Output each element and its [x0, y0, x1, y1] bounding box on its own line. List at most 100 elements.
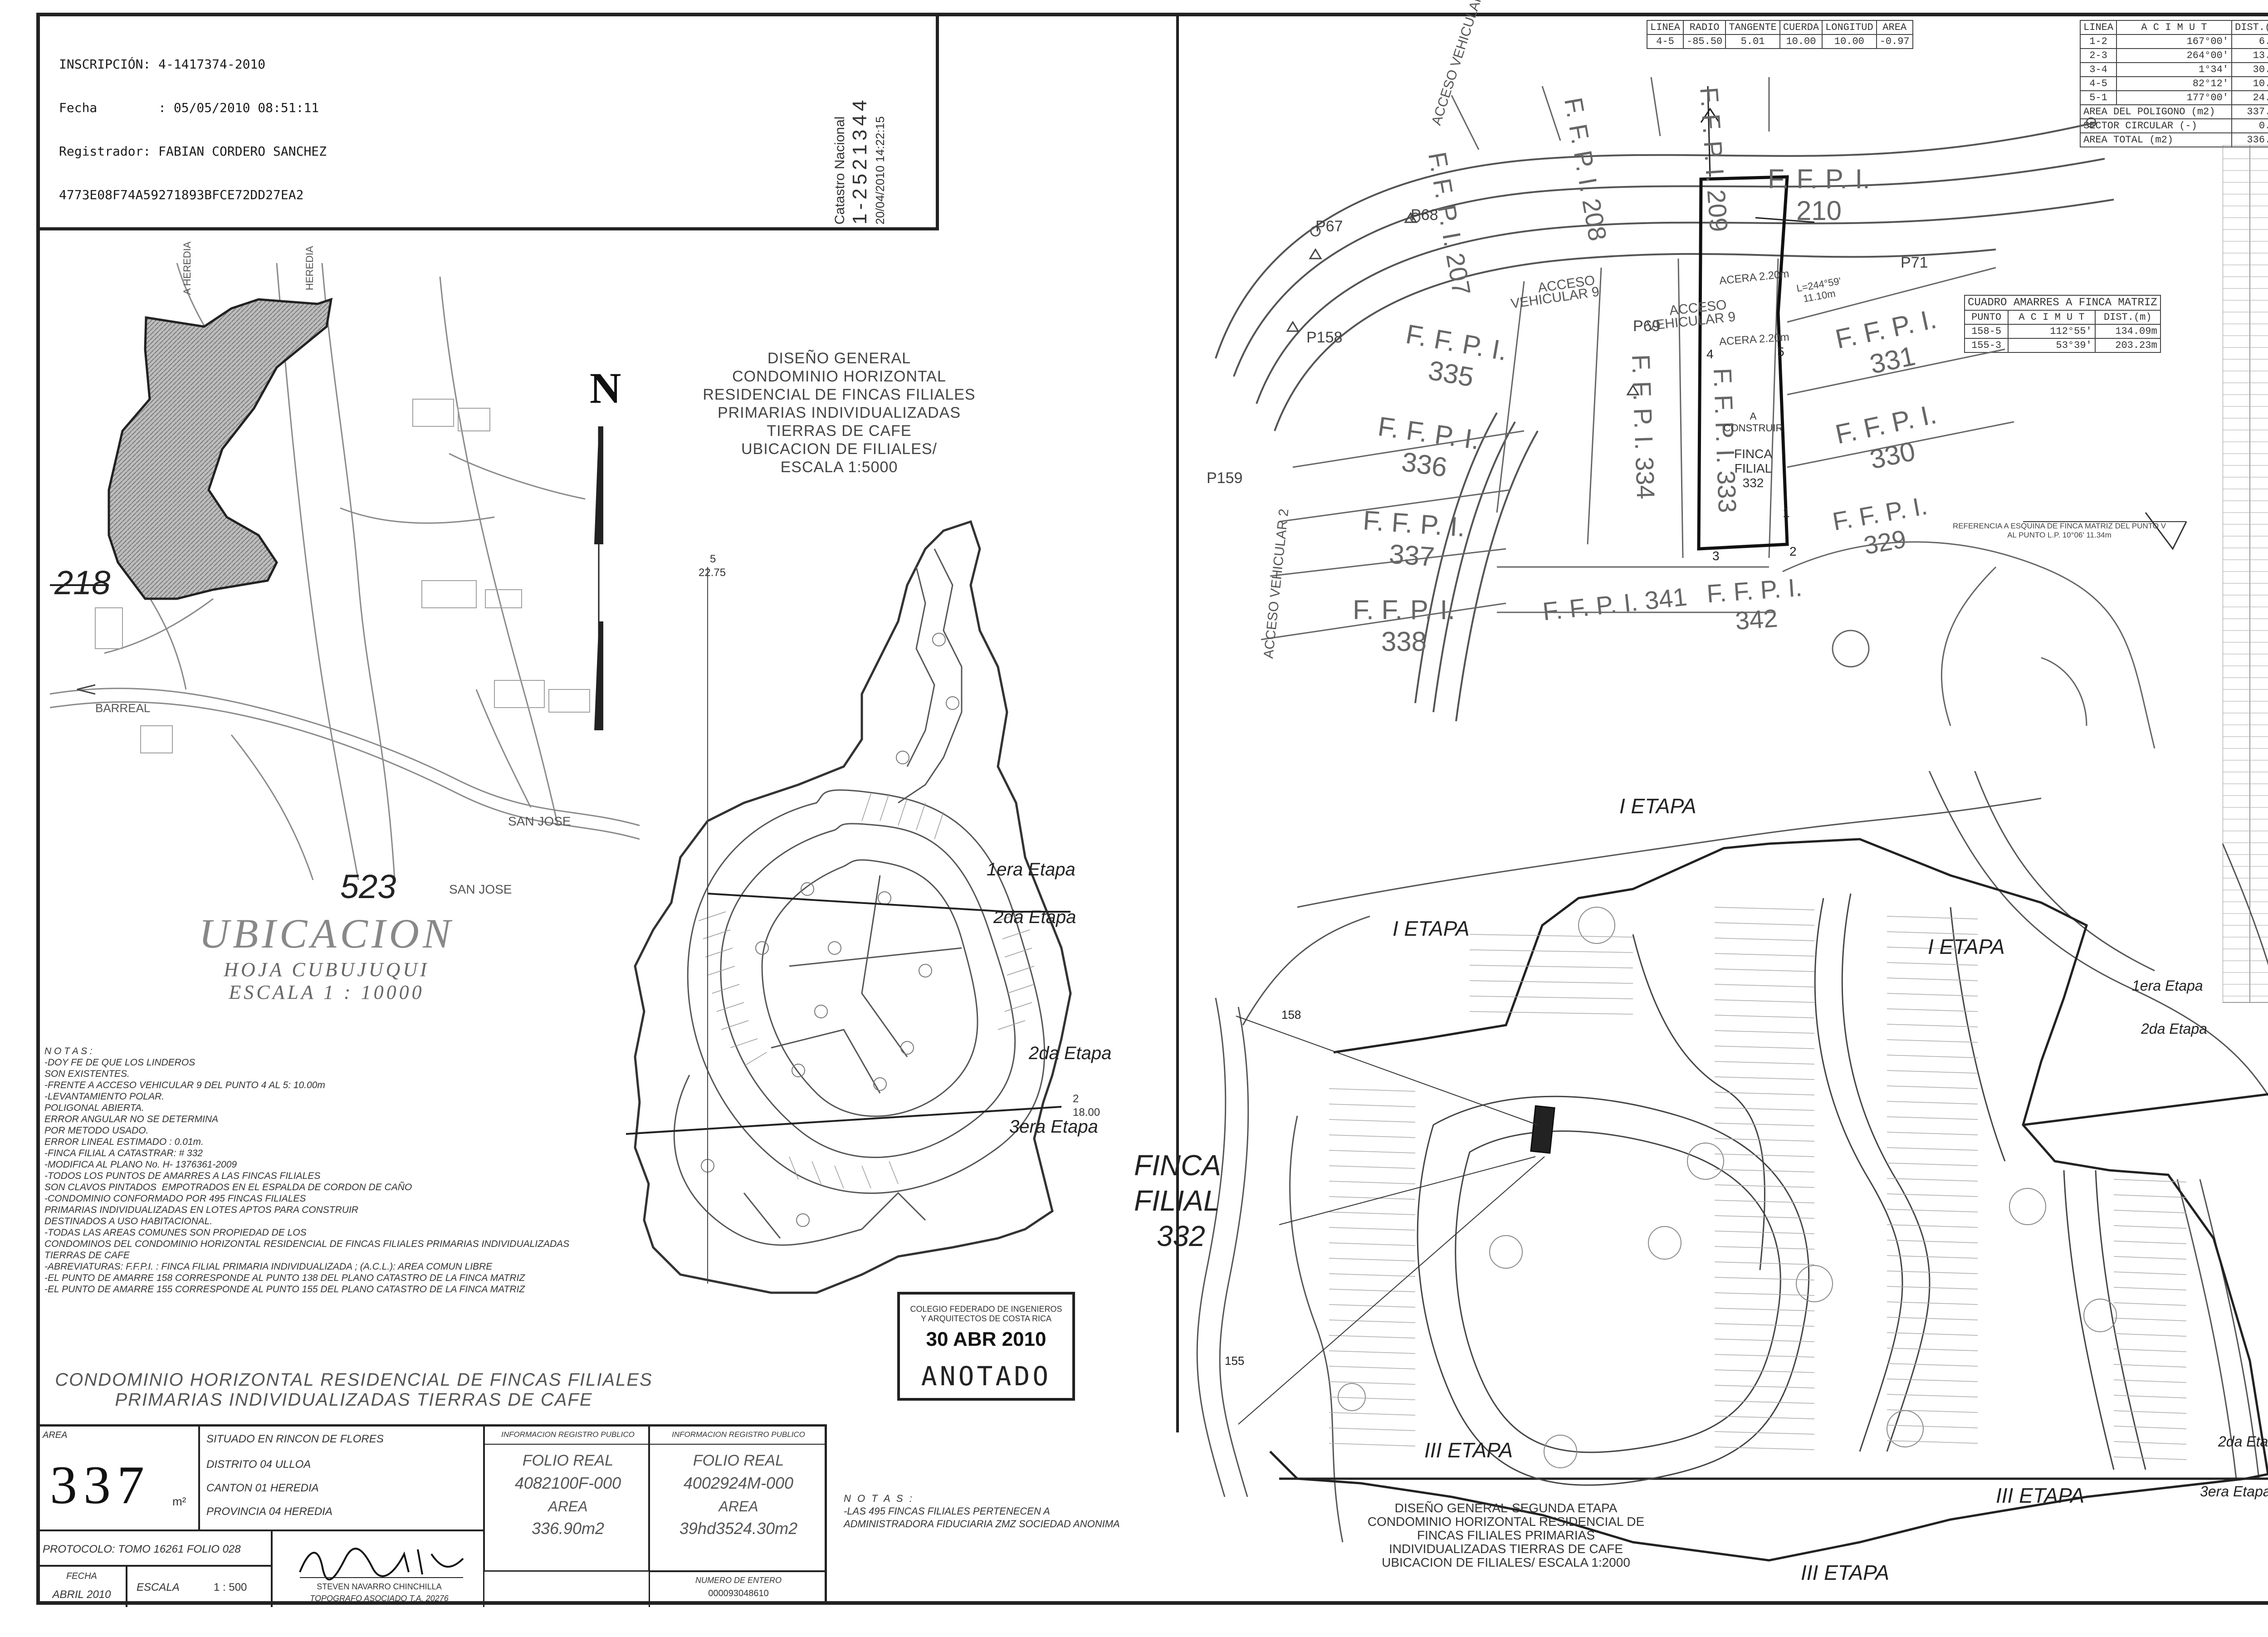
general-design-plan: 5 22.75 2 18.00	[626, 520, 1100, 1294]
place-heredia-1: HEREDIA	[304, 246, 315, 290]
finca-332-label: FINCA FILIAL 332	[1710, 447, 1796, 490]
table-row: AREA DEL POLIGONO (m2)337.87	[2079, 104, 2268, 119]
hash-text: 4773E08F74A59271893BFCE72DD27EA2	[59, 187, 304, 202]
location-scale: ESCALA 1 : 10000	[229, 981, 425, 1003]
amarres-title: CUADRO AMARRES A FINCA MATRIZ	[1964, 295, 2161, 311]
curve-cell: 10.00	[1822, 34, 1877, 49]
gd-title-line-5: TIERRAS DE CAFE	[767, 422, 912, 440]
azimuth-col-header: LINEA	[2079, 20, 2117, 35]
gd-title-line-6: UBICACION DE FILIALES/	[741, 440, 937, 458]
entero-cell: NUMERO DE ENTERO 000093048610	[649, 1571, 826, 1607]
curve-cell: 4-5	[1646, 34, 1684, 49]
point-p69: P69	[1633, 318, 1661, 335]
azimuth-cell: 10.00	[2231, 76, 2268, 91]
amarres-table-header: PUNTO A C I M U T DIST.(m)	[1964, 310, 2161, 325]
phase-i-top: I ETAPA	[1619, 794, 1696, 818]
catastro-number: 1-2521344	[849, 96, 871, 225]
point-p71: P71	[1901, 254, 1928, 271]
azimuth-table-header: LINEA A C I M U T DIST.(m)	[2079, 20, 2268, 35]
note-line-3: -FRENTE A ACCESO VEHICULAR 9 DEL PUNTO 4…	[44, 1080, 325, 1090]
info1-header: INFORMACION REGISTRO PUBLICO	[501, 1430, 635, 1439]
a-construir: A CONSTRUIR	[1710, 410, 1796, 434]
notes-block: N O T A S : -DOY FE DE QUE LOS LINDEROS …	[44, 1046, 661, 1295]
note-line-5: POLIGONAL ABIERTA.	[44, 1103, 144, 1113]
phase-i-left: I ETAPA	[1393, 917, 1470, 940]
lot-342: F. F. P. I. 342	[1706, 572, 1803, 635]
finca-filial-line-1: FINCA	[1134, 1149, 1221, 1182]
pp-title-line-1: DISEÑO GENERAL-SEGUNDA ETAPA	[1394, 1501, 1618, 1515]
info2-divider	[650, 1444, 827, 1445]
fecha-label: FECHA	[66, 1571, 97, 1581]
pp-title-line-3: FINCAS FILIALES PRIMARIAS	[1417, 1528, 1595, 1542]
location-map: 218 523 BARREAL SAN JOSE SAN JOSE HEREDI…	[49, 241, 640, 905]
escala-cell: ESCALA 1 : 500	[126, 1565, 272, 1607]
azimuth-cell: 1-2	[2079, 34, 2117, 49]
stamp-date: 30 ABR 2010	[926, 1328, 1046, 1350]
phase-i-right: I ETAPA	[1928, 935, 2005, 958]
area2-value: 39hd3524.30m2	[679, 1519, 798, 1538]
table-row: 3-41°34'30.07	[2079, 62, 2268, 77]
anotado-stamp: COLEGIO FEDERADO DE INGENIEROS Y ARQUITE…	[897, 1292, 1075, 1401]
phase-point-155: 155	[1225, 1354, 1245, 1368]
area2-label: AREA	[719, 1498, 758, 1515]
curve-col-header: RADIO	[1683, 20, 1726, 35]
pp-title-line-2: CONDOMINIO HORIZONTAL RESIDENCIAL DE	[1367, 1515, 1645, 1529]
provincia-text: PROVINCIA 04 HEREDIA	[206, 1505, 332, 1518]
finca-332-highlight	[1530, 1105, 1555, 1154]
fecha-cell: FECHA ABRIL 2010	[36, 1565, 127, 1607]
azimuth-cell: 3-4	[2079, 62, 2117, 77]
gd-phase-2da-b: 2da Etapa	[1029, 1043, 1112, 1063]
amarres-cell: 203.23m	[2094, 338, 2161, 353]
stamp-line-2: Y ARQUITECTOS DE COSTA RICA	[920, 1314, 1052, 1323]
place-san-jose-2: SAN JOSE	[449, 882, 512, 896]
azimuth-cell: 24.03	[2231, 90, 2268, 105]
amarres-cell: 53°39'	[2008, 338, 2096, 353]
lot-table-strip	[2223, 145, 2268, 1003]
detail-plan	[1215, 77, 2187, 748]
curve-col-header: LINEA	[1646, 20, 1684, 35]
amarres-title-row: CUADRO AMARRES A FINCA MATRIZ	[1964, 295, 2161, 311]
amarres-col-header: A C I M U T	[2008, 310, 2096, 325]
finca-332-line-1: FINCA	[1734, 447, 1772, 461]
registry-info-1: INFORMACION REGISTRO PUBLICO FOLIO REAL …	[484, 1427, 651, 1572]
finca-332-line-2: FILIAL	[1734, 461, 1772, 475]
a-construir-line-1: A	[1750, 410, 1757, 422]
info1-divider	[485, 1444, 651, 1445]
phase-point-158: 158	[1281, 1008, 1301, 1021]
finca-filial-line-2: FILIAL	[1134, 1184, 1220, 1217]
azimuth-cell: 264°00'	[2116, 48, 2233, 63]
notes2-heading: N O T A S :	[844, 1493, 914, 1504]
condo-title-line-1: CONDOMINIO HORIZONTAL RESIDENCIAL DE FIN…	[55, 1370, 653, 1390]
phase-2da-bottom: 2da Etapa	[2218, 1433, 2268, 1450]
point-p159: P159	[1207, 469, 1243, 487]
place-barreal: BARREAL	[95, 701, 150, 715]
notes-heading: N O T A S :	[44, 1046, 93, 1056]
amarres-cell: 134.09m	[2094, 324, 2161, 339]
amarres-col-header: DIST.(m)	[2094, 310, 2161, 325]
phase-iii-left: III ETAPA	[1424, 1438, 1513, 1462]
curve-cell: -0.97	[1876, 34, 1913, 49]
amarres-cell: 112°55'	[2008, 324, 2096, 339]
surveyor-role: TOPOGRAFO ASOCIADO T.A. 20276	[310, 1594, 449, 1603]
note-line-10: -MODIFICA AL PLANO No. H- 1376361-2009	[44, 1159, 237, 1170]
pp-title-line-5: UBICACION DE FILIALES/ ESCALA 1:2000	[1382, 1555, 1630, 1569]
table-row: 4-582°12'10.00	[2079, 76, 2268, 91]
general-design-title: DISEÑO GENERAL CONDOMINIO HORIZONTAL RES…	[635, 349, 1043, 476]
property-polygon	[108, 298, 333, 600]
vertex-4: 4	[1706, 347, 1714, 361]
azimuth-cell: 6.17	[2231, 34, 2268, 49]
phase-plan-title: DISEÑO GENERAL-SEGUNDA ETAPA CONDOMINIO …	[1293, 1501, 1719, 1569]
folio2-value: 4002924M-000	[683, 1474, 794, 1492]
note-line-1: -DOY FE DE QUE LOS LINDEROS	[44, 1057, 196, 1068]
azimuth-cell: 4-5	[2079, 76, 2117, 91]
fecha-text: Fecha : 05/05/2010 08:51:11	[59, 100, 319, 115]
phase-2da-right: 2da Etapa	[2141, 1021, 2207, 1037]
point-p68: P68	[1411, 206, 1438, 224]
stamp-status: ANOTADO	[921, 1361, 1051, 1392]
gd-phase-2da-a: 2da Etapa	[993, 907, 1076, 927]
place-san-jose-1: SAN JOSE	[508, 814, 571, 828]
gd-marker-2: 2	[1073, 1093, 1079, 1105]
